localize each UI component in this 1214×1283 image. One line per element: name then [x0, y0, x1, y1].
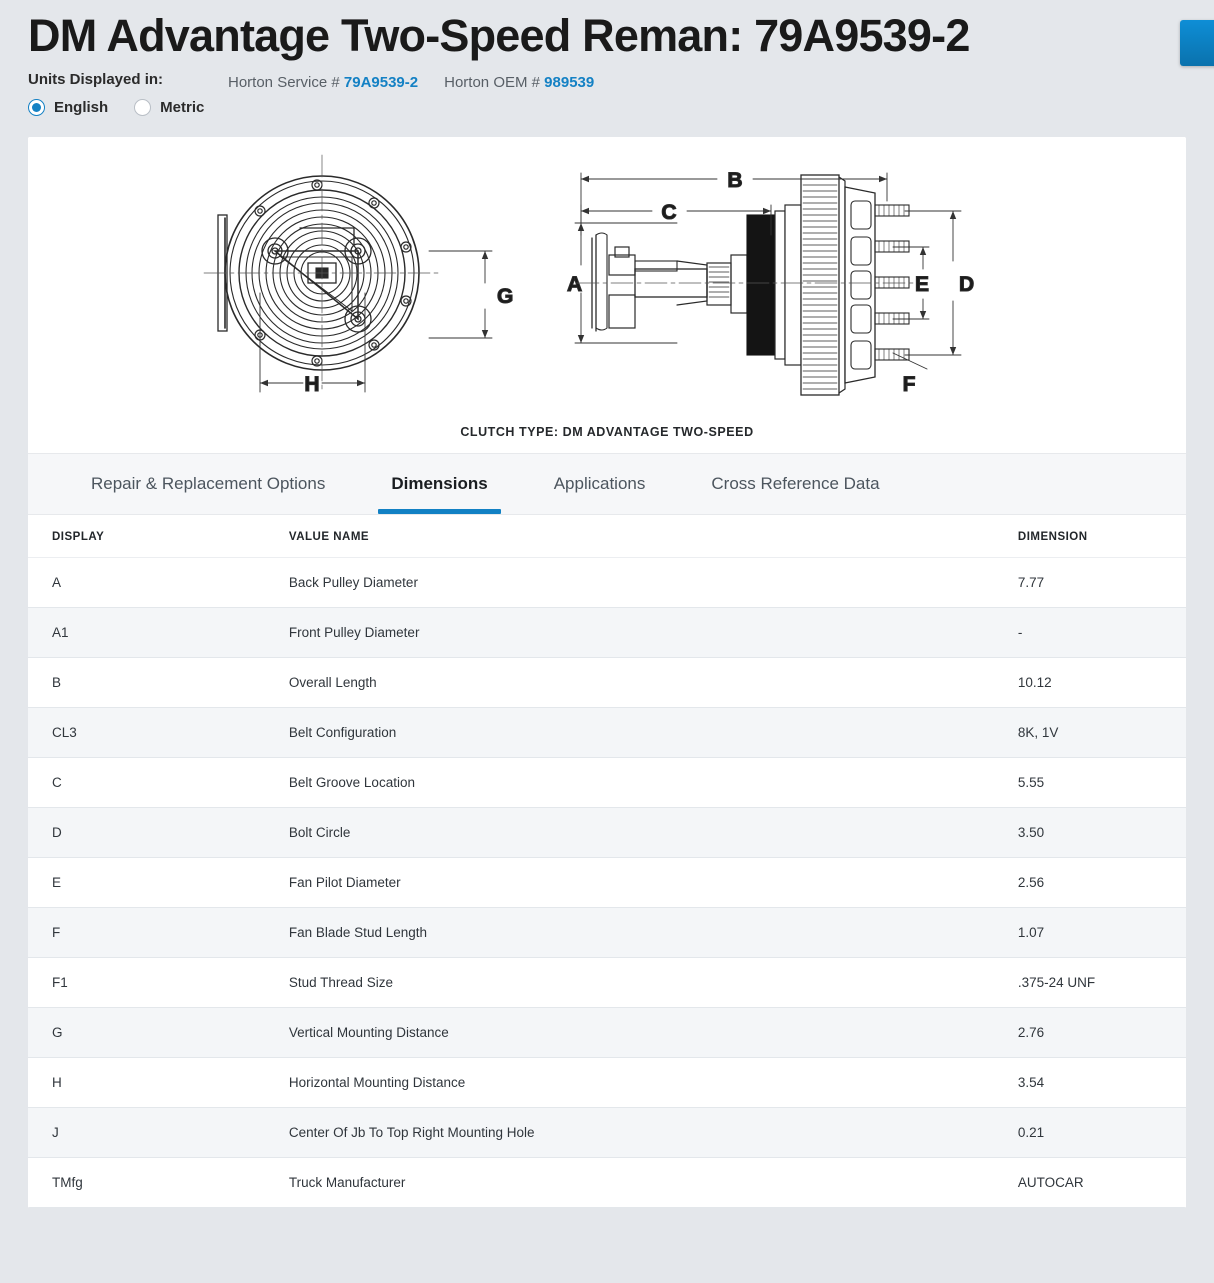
cell-dimension: - [1017, 607, 1186, 659]
radio-option-metric[interactable]: Metric [134, 99, 205, 117]
table-row: J Center Of Jb To Top Right Mounting Hol… [28, 1107, 1186, 1159]
cell-dimension: 8K, 1V [1017, 707, 1186, 759]
page-header: DM Advantage Two-Speed Reman: 79A9539-2 … [0, 0, 1214, 117]
cell-dimension: 7.77 [1017, 557, 1186, 609]
cell-dimension: .375-24 UNF [1017, 957, 1186, 1009]
dimensions-table-body: A Back Pulley Diameter 7.77 A1 Front Pul… [28, 557, 1186, 1209]
cell-dimension: 5.55 [1017, 757, 1186, 809]
cell-dimension: AUTOCAR [1017, 1157, 1186, 1209]
tab-cross-reference-data[interactable]: Cross Reference Data [711, 474, 880, 494]
table-row: C Belt Groove Location 5.55 [28, 757, 1186, 809]
table-row: E Fan Pilot Diameter 2.56 [28, 857, 1186, 909]
part-number-service: Horton Service # 79A9539-2 [228, 74, 418, 91]
cell-dimension: 2.56 [1017, 857, 1186, 909]
cell-display: F1 [28, 957, 289, 1009]
cell-display: B [28, 657, 289, 709]
cell-display: E [28, 857, 289, 909]
cell-value-name: Back Pulley Diameter [288, 557, 1018, 609]
radio-label-metric: Metric [160, 99, 205, 117]
table-header-row: DISPLAY VALUE NAME DIMENSION [28, 515, 1186, 559]
product-card: H G [28, 137, 1186, 1209]
cell-value-name: Stud Thread Size [288, 957, 1018, 1009]
cell-value-name: Truck Manufacturer [288, 1157, 1018, 1209]
technical-drawing-area: H G [28, 137, 1186, 454]
cell-dimension: 3.50 [1017, 807, 1186, 859]
callout-label-G: G [497, 285, 513, 308]
radio-dot-english-icon[interactable] [28, 99, 45, 117]
top-right-action-button[interactable] [1180, 20, 1214, 66]
callout-label-H: H [304, 373, 319, 396]
table-row: B Overall Length 10.12 [28, 657, 1186, 709]
cell-dimension: 0.21 [1017, 1107, 1186, 1159]
dimensions-table: DISPLAY VALUE NAME DIMENSION A Back Pull… [28, 515, 1186, 1209]
cell-value-name: Bolt Circle [288, 807, 1018, 859]
callout-label-E: E [915, 273, 929, 296]
cell-display: TMfg [28, 1157, 289, 1209]
cell-value-name: Belt Groove Location [288, 757, 1018, 809]
cell-dimension: 3.54 [1017, 1057, 1186, 1109]
cell-display: J [28, 1107, 289, 1159]
callout-label-B: B [727, 169, 742, 192]
part-numbers: Horton Service # 79A9539-2 Horton OEM # … [228, 71, 620, 91]
header-meta-row: Units Displayed in: English Metric Horto… [28, 71, 1214, 117]
cell-display: CL3 [28, 707, 289, 759]
callout-label-F: F [903, 373, 916, 396]
cell-display: D [28, 807, 289, 859]
cell-display: F [28, 907, 289, 959]
tab-applications[interactable]: Applications [553, 474, 646, 494]
part-number-oem-label: Horton OEM # [444, 74, 540, 92]
table-row: F Fan Blade Stud Length 1.07 [28, 907, 1186, 959]
table-row: TMfg Truck Manufacturer AUTOCAR [28, 1157, 1186, 1209]
table-row: F1 Stud Thread Size .375-24 UNF [28, 957, 1186, 1009]
units-radio-group: English Metric [28, 99, 228, 117]
column-header-dimension: DIMENSION [1017, 515, 1186, 559]
part-number-oem: Horton OEM # 989539 [444, 74, 594, 91]
tab-bar: Repair & Replacement Options Dimensions … [28, 453, 1186, 516]
callout-label-A: A [567, 273, 582, 296]
callout-label-C: C [661, 201, 676, 224]
tab-dimensions[interactable]: Dimensions [358, 454, 520, 515]
cell-value-name: Vertical Mounting Distance [288, 1007, 1018, 1059]
cell-display: A1 [28, 607, 289, 659]
table-row: D Bolt Circle 3.50 [28, 807, 1186, 859]
table-row: G Vertical Mounting Distance 2.76 [28, 1007, 1186, 1059]
radio-option-english[interactable]: English [28, 99, 109, 117]
table-row: A1 Front Pulley Diameter - [28, 607, 1186, 659]
table-row: CL3 Belt Configuration 8K, 1V [28, 707, 1186, 759]
part-number-oem-value[interactable]: 989539 [544, 74, 595, 92]
cell-dimension: 2.76 [1017, 1007, 1186, 1059]
part-number-service-value[interactable]: 79A9539-2 [343, 74, 419, 92]
column-header-value-name: VALUE NAME [288, 515, 1018, 559]
callout-label-D: D [959, 273, 974, 296]
cell-dimension: 10.12 [1017, 657, 1186, 709]
cell-display: G [28, 1007, 289, 1059]
radio-dot-metric-icon[interactable] [134, 99, 152, 117]
column-header-display: DISPLAY [28, 515, 289, 559]
cell-display: C [28, 757, 289, 809]
cell-value-name: Fan Pilot Diameter [288, 857, 1018, 909]
page-title: DM Advantage Two-Speed Reman: 79A9539-2 [28, 10, 970, 61]
cell-value-name: Front Pulley Diameter [288, 607, 1018, 659]
cell-value-name: Center Of Jb To Top Right Mounting Hole [288, 1107, 1018, 1159]
units-selector: Units Displayed in: English Metric [28, 71, 228, 117]
clutch-technical-drawing: H G [203, 154, 975, 397]
cell-value-name: Belt Configuration [288, 707, 1018, 759]
table-row: H Horizontal Mounting Distance 3.54 [28, 1057, 1186, 1109]
units-label: Units Displayed in: [28, 71, 164, 89]
cell-display: A [28, 557, 289, 609]
cell-value-name: Fan Blade Stud Length [288, 907, 1018, 959]
table-row: A Back Pulley Diameter 7.77 [28, 557, 1186, 609]
radio-label-english: English [54, 99, 109, 117]
cell-display: H [28, 1057, 289, 1109]
cell-value-name: Horizontal Mounting Distance [288, 1057, 1018, 1109]
cell-dimension: 1.07 [1017, 907, 1186, 959]
tab-repair-replacement-options[interactable]: Repair & Replacement Options [91, 474, 326, 494]
cell-value-name: Overall Length [288, 657, 1018, 709]
clutch-type-caption: CLUTCH TYPE: DM ADVANTAGE TWO-SPEED [460, 425, 754, 440]
dimensions-table-head: DISPLAY VALUE NAME DIMENSION [28, 515, 1186, 559]
part-number-service-label: Horton Service # [228, 74, 340, 92]
